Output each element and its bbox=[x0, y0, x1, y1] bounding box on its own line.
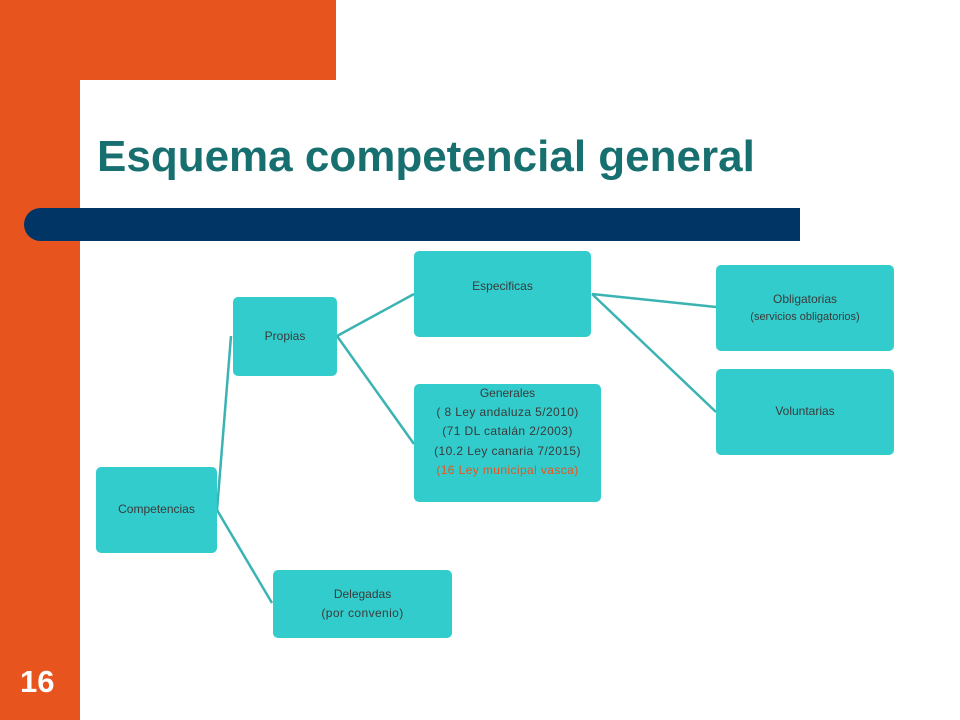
node-delegadas-sub: (por convenio) bbox=[321, 606, 404, 620]
node-especificas-label: Especificas bbox=[472, 279, 533, 293]
link-propias-especificas bbox=[336, 292, 415, 338]
link-especificas-voluntarias bbox=[591, 293, 717, 413]
node-generales-line-2: (71 DL catalán 2/2003) bbox=[442, 424, 573, 439]
title-underline-bar bbox=[24, 208, 800, 241]
node-obligatorias: Obligatorias (servicios obligatorios) bbox=[716, 265, 894, 351]
node-voluntarias: Voluntarias bbox=[716, 369, 894, 455]
link-propias-generales bbox=[335, 335, 416, 445]
node-generales-accent-line: (16 Ley municipal vasca) bbox=[436, 462, 579, 477]
slide-title: Esquema competencial general bbox=[97, 132, 755, 181]
node-obligatorias-label: Obligatorias bbox=[772, 291, 838, 306]
link-competencias-delegadas bbox=[215, 509, 274, 604]
link-competencias-propias bbox=[215, 335, 233, 511]
node-competencias-label: Competencias bbox=[118, 502, 195, 517]
left-orange-bar bbox=[0, 0, 80, 720]
node-generales-label: Generales bbox=[479, 386, 536, 400]
node-propias-label: Propias bbox=[264, 328, 306, 343]
node-delegadas-label: Delegadas bbox=[333, 586, 392, 601]
node-propias: Propias bbox=[233, 297, 337, 376]
title-panel bbox=[80, 80, 340, 220]
node-generales-line-1: ( 8 Ley andaluza 5/2010) bbox=[436, 405, 579, 420]
node-generales-line-3: (10.2 Ley canaria 7/2015) bbox=[434, 443, 581, 458]
node-especificas: Especificas bbox=[414, 251, 591, 337]
node-competencias: Competencias bbox=[96, 467, 217, 553]
node-generales: Generales ( 8 Ley andaluza 5/2010) (71 D… bbox=[414, 384, 601, 502]
top-orange-block bbox=[80, 0, 336, 80]
node-delegadas: Delegadas (por convenio) bbox=[273, 570, 452, 638]
node-obligatorias-sub: (servicios obligatorios) bbox=[750, 310, 860, 323]
link-especificas-obligatorias bbox=[591, 292, 717, 309]
node-voluntarias-label: Voluntarias bbox=[775, 404, 835, 419]
page-number: 16 bbox=[20, 664, 55, 699]
